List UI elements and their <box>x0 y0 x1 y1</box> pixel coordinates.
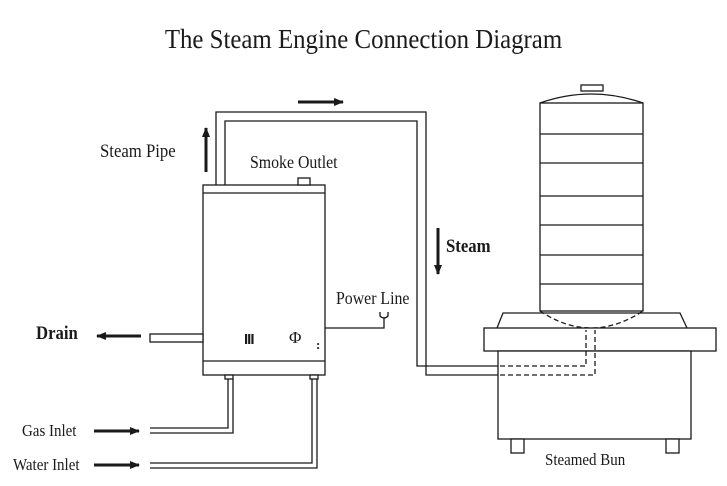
smoke-outlet-stub <box>297 177 311 186</box>
water-inlet-pipe <box>150 379 318 469</box>
gas-inlet-label: Gas Inlet <box>22 421 77 440</box>
plug-icon <box>379 312 389 319</box>
smoke-outlet-label: Smoke Outlet <box>250 152 338 172</box>
steamer-stack <box>539 84 644 329</box>
steam-label: Steam <box>446 236 491 257</box>
diagram-title: The Steam Engine Connection Diagram <box>164 24 563 54</box>
steam-engine-boiler <box>149 177 326 380</box>
drain-label: Drain <box>36 323 78 344</box>
gas-inlet-pipe <box>150 379 234 434</box>
indicator-icon: : <box>316 337 321 352</box>
steamer-base <box>483 312 717 454</box>
water-inlet-label: Water Inlet <box>13 455 80 474</box>
steamed-bun-label: Steamed Bun <box>545 450 626 469</box>
steam-pipe-label: Steam Pipe <box>100 141 176 162</box>
burner-icon: III <box>244 331 254 348</box>
power-symbol-icon: Φ <box>289 328 302 347</box>
power-line <box>325 312 389 329</box>
steam-pipe <box>215 111 500 376</box>
power-line-label: Power Line <box>336 288 410 308</box>
drain-pipe <box>149 333 204 343</box>
